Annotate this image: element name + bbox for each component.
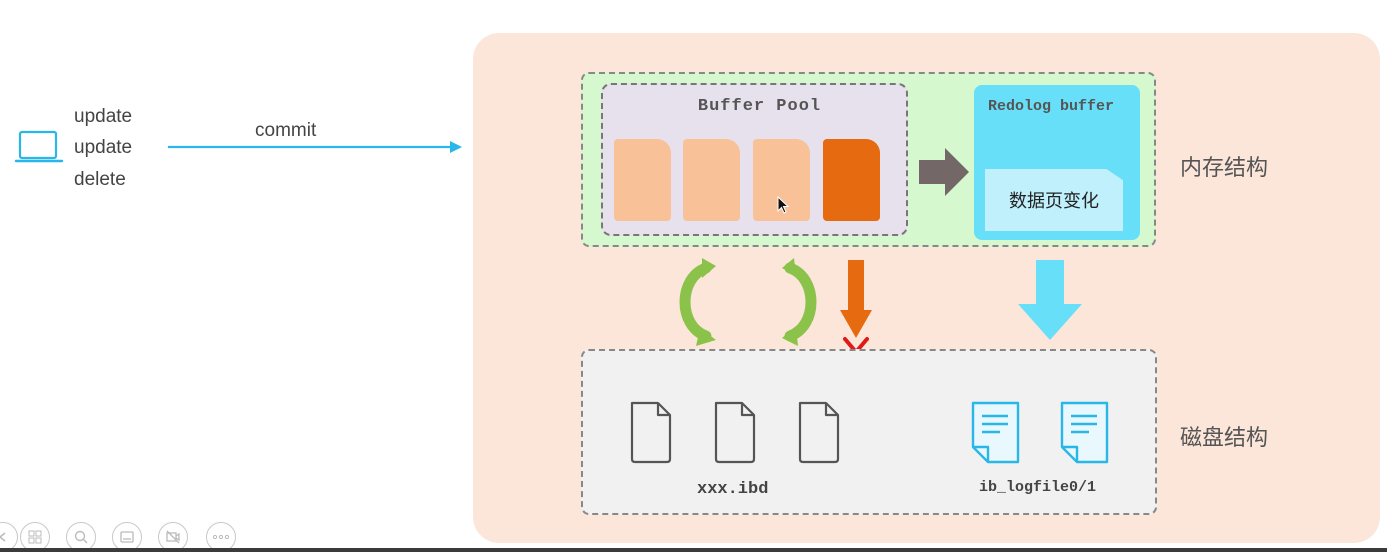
window-bottom-border bbox=[0, 548, 1387, 552]
file-icon bbox=[714, 401, 756, 464]
sql-statement-update-1: update bbox=[74, 106, 133, 127]
viewer-button-zoom[interactable] bbox=[66, 522, 96, 552]
more-icon bbox=[212, 534, 230, 540]
disk-structure-label: 磁盘结构 bbox=[1180, 426, 1269, 451]
back-icon bbox=[0, 532, 6, 542]
flush-arrow-icon bbox=[840, 260, 872, 338]
grid-icon bbox=[28, 530, 42, 544]
buffer-page-2 bbox=[683, 139, 740, 221]
disk-structure-box bbox=[581, 349, 1157, 515]
viewer-button-more[interactable] bbox=[206, 522, 236, 552]
log-files-label: ib_logfile0/1 bbox=[979, 479, 1097, 496]
subtitles-icon bbox=[120, 531, 134, 543]
data-files-label: xxx.ibd bbox=[697, 480, 769, 499]
commit-arrow bbox=[168, 141, 462, 153]
buffer-page-dirty bbox=[823, 139, 880, 221]
sql-statement-delete: delete bbox=[74, 169, 126, 190]
redolog-buffer-title: Redolog buffer bbox=[988, 98, 1115, 115]
write-to-redo-arrow-icon bbox=[919, 148, 969, 196]
memory-structure-label: 内存结构 bbox=[1180, 156, 1269, 181]
viewer-button-grid[interactable] bbox=[20, 522, 50, 552]
file-icon bbox=[798, 401, 840, 464]
sync-arrows-icon bbox=[679, 258, 817, 346]
file-icon bbox=[630, 401, 672, 464]
redolog-entry bbox=[985, 169, 1123, 231]
sql-statement-update-2: update bbox=[74, 137, 133, 158]
mouse-cursor-icon bbox=[777, 196, 790, 214]
buffer-page-1 bbox=[614, 139, 671, 221]
redo-flush-arrow-icon bbox=[1018, 260, 1082, 340]
laptop-icon bbox=[14, 130, 64, 163]
log-file-icon bbox=[971, 401, 1020, 464]
zoom-icon bbox=[74, 530, 88, 544]
buffer-pool-title: Buffer Pool bbox=[697, 97, 822, 116]
log-file-icon bbox=[1060, 401, 1109, 464]
camera-off-icon bbox=[166, 530, 180, 544]
redolog-entry-label: 数据页变化 bbox=[1009, 191, 1099, 212]
viewer-button-subtitles[interactable] bbox=[112, 522, 142, 552]
commit-label: commit bbox=[255, 120, 317, 141]
